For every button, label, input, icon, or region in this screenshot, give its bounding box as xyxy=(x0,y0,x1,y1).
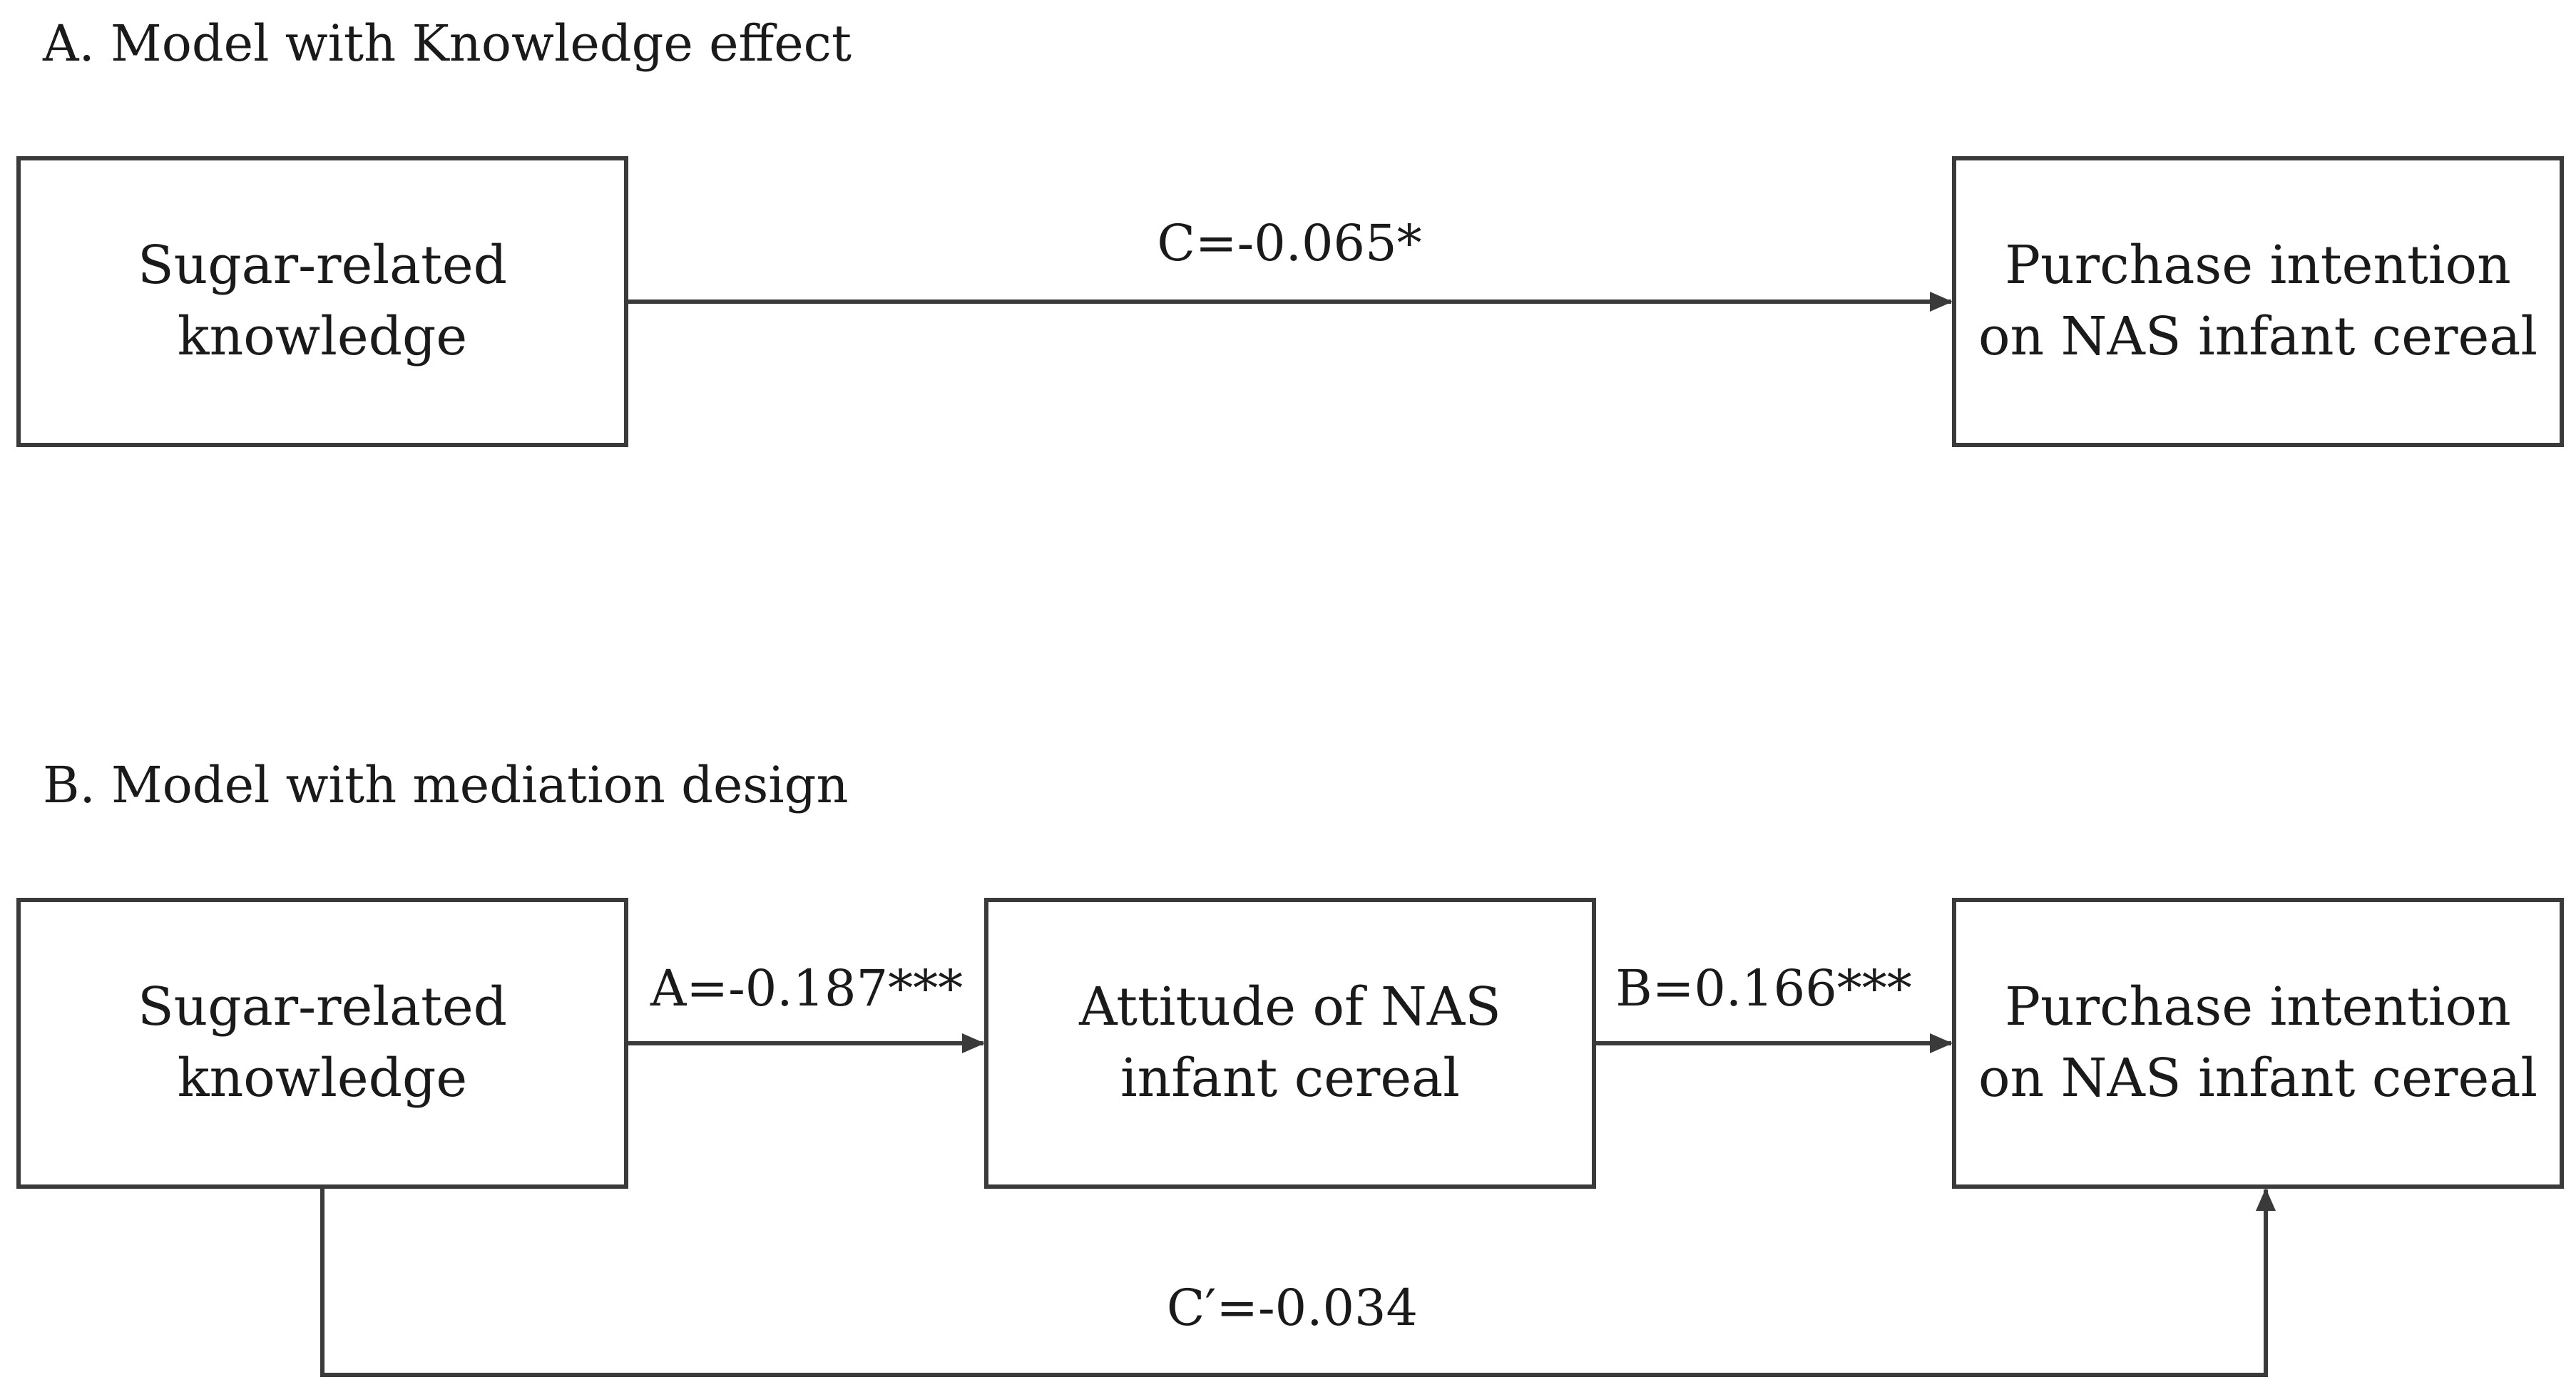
panel-a-edge-c: C=-0.065* xyxy=(626,214,1953,312)
panel-a-node-purchase: Purchase intention on NAS infant cereal xyxy=(1952,156,2564,447)
panel-b-edge-a-label: A=-0.187*** xyxy=(650,959,963,1018)
panel-b-node-knowledge-box xyxy=(16,898,628,1189)
panel-b-node-knowledge: Sugar-related knowledge xyxy=(16,898,628,1189)
panel-b-node-knowledge-line1: Sugar-related xyxy=(138,976,507,1038)
panel-a-title: A. Model with Knowledge effect xyxy=(42,14,852,73)
panel-b-node-attitude-line2: infant cereal xyxy=(1120,1048,1460,1109)
panel-b-edge-c-prime-arrow xyxy=(320,1187,2276,1377)
panel-a-node-knowledge-box xyxy=(16,156,628,447)
panel-b: B. Model with mediation design Sugar-rel… xyxy=(16,756,2564,1377)
panel-b-edge-a: A=-0.187*** xyxy=(626,959,985,1053)
panel-b-edge-c-prime-label: C′=-0.034 xyxy=(1167,1279,1418,1337)
panel-a-edge-c-label: C=-0.065* xyxy=(1157,214,1421,272)
panel-b-node-purchase-box xyxy=(1952,898,2564,1189)
panel-a-node-knowledge-line2: knowledge xyxy=(178,306,467,367)
panel-b-edge-c-prime: C′=-0.034 xyxy=(320,1187,2276,1377)
panel-b-edge-b-label: B=0.166*** xyxy=(1615,959,1912,1018)
panel-a: A. Model with Knowledge effect Sugar-rel… xyxy=(16,14,2564,447)
panel-b-node-attitude-box xyxy=(984,898,1596,1189)
panel-b-node-purchase-line1: Purchase intention xyxy=(2005,976,2510,1038)
panel-a-node-purchase-line2: on NAS infant cereal xyxy=(1978,306,2537,367)
panel-a-node-purchase-line1: Purchase intention xyxy=(2005,235,2510,296)
panel-b-title: B. Model with mediation design xyxy=(43,756,849,814)
panel-b-node-knowledge-line2: knowledge xyxy=(178,1048,467,1109)
panel-b-edge-b: B=0.166*** xyxy=(1594,959,1953,1053)
panel-a-node-purchase-box xyxy=(1952,156,2564,447)
panel-a-node-knowledge: Sugar-related knowledge xyxy=(16,156,628,447)
panel-b-node-attitude: Attitude of NAS infant cereal xyxy=(984,898,1596,1189)
panel-b-node-purchase: Purchase intention on NAS infant cereal xyxy=(1952,898,2564,1189)
panel-a-node-knowledge-line1: Sugar-related xyxy=(138,235,507,296)
panel-b-node-attitude-line1: Attitude of NAS xyxy=(1078,976,1501,1038)
panel-b-node-purchase-line2: on NAS infant cereal xyxy=(1978,1048,2537,1109)
